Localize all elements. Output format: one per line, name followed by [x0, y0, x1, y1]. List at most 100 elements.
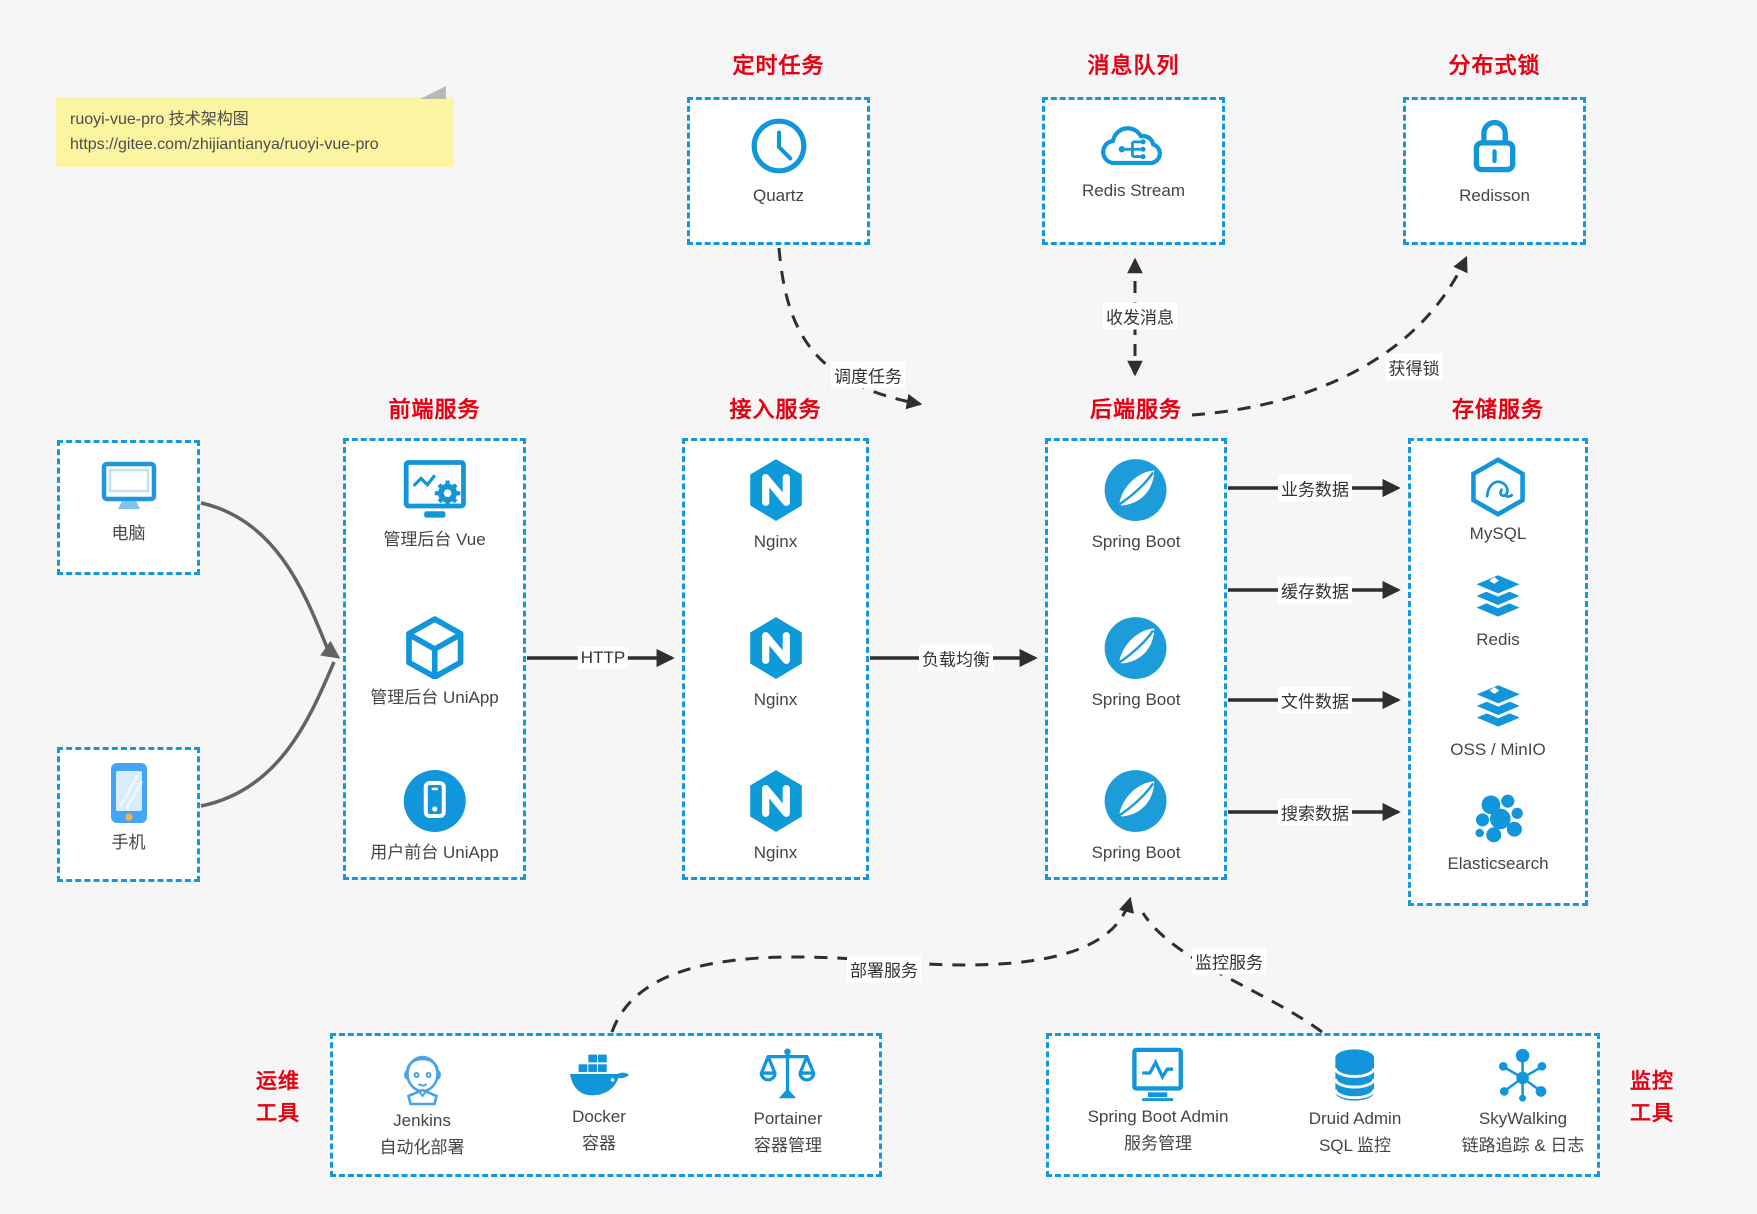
portainer-icon	[760, 1048, 816, 1099]
node-label: Spring Boot Admin	[1087, 1107, 1229, 1126]
client-box-phone: 手机	[57, 747, 200, 882]
ops-tools-title: 运维 工具	[238, 1066, 318, 1130]
topology-icon	[1499, 1048, 1547, 1102]
node-label: 电脑	[111, 524, 146, 543]
group-box-gateway: Nginx Nginx Nginx	[682, 438, 869, 880]
monitor-tools-title-line1: 监控	[1630, 1070, 1674, 1093]
node-sublabel: 服务管理	[1124, 1133, 1192, 1153]
node-label: Elasticsearch	[1447, 854, 1549, 873]
node-pc: 电脑	[97, 457, 161, 547]
node-label: 用户前台 UniApp	[370, 843, 499, 862]
monitor-tools-title-line2: 工具	[1630, 1102, 1674, 1125]
lock-icon	[1473, 120, 1516, 173]
edge-label-search-data: 搜索数据	[1278, 798, 1352, 826]
database-icon	[1334, 1049, 1376, 1101]
node-admin-uniapp: 管理后台 UniApp	[370, 615, 499, 711]
group-title-distributed-lock: 分布式锁	[1448, 53, 1541, 78]
node-quartz: Quartz	[748, 115, 810, 209]
group-title-backend: 后端服务	[1089, 397, 1182, 422]
node-portainer: Portainer 容器管理	[753, 1046, 822, 1157]
note-title: ruoyi-vue-pro 技术架构图	[70, 111, 249, 128]
node-nginx-3: Nginx	[746, 768, 806, 866]
ops-tools-title-line2: 工具	[256, 1102, 300, 1125]
redis-stack-icon	[1469, 572, 1527, 620]
admin-console-icon	[403, 460, 466, 518]
node-label: OSS / MinIO	[1450, 740, 1546, 759]
spring-boot-icon	[1105, 617, 1167, 679]
nginx-icon	[749, 770, 802, 832]
note-url: https://gitee.com/zhijiantianya/ruoyi-vu…	[70, 136, 379, 153]
node-sublabel: 容器管理	[753, 1135, 822, 1155]
node-redisson: Redisson	[1459, 113, 1530, 209]
cloud-stream-icon	[1101, 126, 1162, 166]
jenkins-icon	[403, 1055, 441, 1106]
group-title-frontend: 前端服务	[388, 397, 481, 422]
desktop-icon	[101, 461, 156, 509]
group-title-gateway: 接入服务	[729, 397, 822, 422]
node-sublabel: SQL 监控	[1318, 1135, 1392, 1155]
node-jenkins: Jenkins 自动化部署	[380, 1046, 465, 1159]
node-user-uniapp: 用户前台 UniApp	[370, 768, 499, 866]
group-box-distributed-lock: Redisson	[1403, 97, 1586, 245]
group-box-scheduled-task: Quartz	[687, 97, 870, 245]
edge-label-business-data: 业务数据	[1278, 474, 1352, 502]
node-spring-boot-1: Spring Boot	[1092, 457, 1180, 555]
edge-label-monitor-service: 监控服务	[1192, 947, 1266, 975]
node-label: Jenkins	[393, 1111, 451, 1130]
node-docker: Docker 容器	[567, 1046, 631, 1155]
node-nginx-2: Nginx	[746, 615, 806, 713]
edge-label-acquire-lock: 获得锁	[1385, 353, 1443, 381]
group-box-frontend: 管理后台 Vue 管理后台 UniApp 用户前台 UniApp	[343, 438, 526, 880]
node-redis: Redis	[1467, 566, 1529, 653]
client-box-pc: 电脑	[57, 440, 200, 575]
monitor-chart-icon	[1132, 1047, 1184, 1102]
group-box-monitor-tools: Spring Boot Admin 服务管理 Druid Admin SQL 监…	[1046, 1033, 1600, 1177]
node-redis-stream: Redis Stream	[1082, 118, 1185, 204]
edge-label-file-data: 文件数据	[1278, 686, 1352, 714]
node-label: 管理后台 Vue	[383, 530, 486, 549]
node-label: Spring Boot	[1091, 690, 1181, 709]
nginx-icon	[749, 459, 802, 521]
cube-icon	[405, 616, 464, 679]
clock-icon	[751, 118, 806, 174]
edge-label-deploy-service: 部署服务	[847, 955, 921, 983]
node-label: 管理后台 UniApp	[370, 688, 499, 707]
spring-boot-icon	[1105, 770, 1167, 832]
node-label: Druid Admin	[1308, 1109, 1402, 1128]
node-label: MySQL	[1469, 524, 1527, 543]
node-label: 手机	[111, 833, 146, 852]
edge-label-schedule-task: 调度任务	[831, 361, 905, 389]
edge-label-http: HTTP	[577, 647, 629, 669]
sticky-note: ruoyi-vue-pro 技术架构图 https://gitee.com/zh…	[56, 86, 454, 167]
ops-tools-title-line1: 运维	[256, 1070, 300, 1093]
node-oss-minio: OSS / MinIO	[1450, 676, 1546, 763]
node-nginx-1: Nginx	[746, 457, 806, 555]
edge-label-cache-data: 缓存数据	[1278, 576, 1352, 604]
group-title-storage: 存储服务	[1451, 397, 1544, 422]
monitor-tools-title: 监控 工具	[1612, 1066, 1692, 1130]
node-druid-admin: Druid Admin SQL 监控	[1308, 1046, 1402, 1157]
node-label: Nginx	[753, 843, 798, 862]
node-sublabel: 链路追踪 & 日志	[1461, 1135, 1585, 1155]
node-sublabel: 容器	[582, 1133, 616, 1153]
spring-boot-icon	[1105, 459, 1167, 521]
edge-pc-to-frontend	[200, 501, 341, 659]
docker-icon	[569, 1054, 630, 1096]
edge-label-load-balance: 负载均衡	[919, 644, 993, 672]
elasticsearch-icon	[1475, 794, 1523, 843]
group-title-scheduled-task: 定时任务	[732, 53, 825, 78]
note-fold-corner	[420, 86, 446, 99]
node-spring-boot-2: Spring Boot	[1091, 615, 1181, 713]
node-label: Quartz	[752, 186, 805, 205]
edge-label-send-receive-message: 收发消息	[1103, 302, 1177, 330]
mobile-app-icon	[403, 770, 466, 832]
group-box-backend: Spring Boot Spring Boot Spring Boot	[1045, 438, 1227, 880]
group-box-ops-tools: Jenkins 自动化部署 Docker 容器	[330, 1033, 882, 1177]
nginx-icon	[749, 617, 802, 679]
storage-stack-icon	[1469, 682, 1527, 730]
edge-phone-to-frontend	[200, 661, 336, 808]
group-title-message-queue: 消息队列	[1087, 53, 1180, 78]
node-elasticsearch: Elasticsearch	[1447, 790, 1549, 877]
node-label: Nginx	[753, 532, 798, 551]
